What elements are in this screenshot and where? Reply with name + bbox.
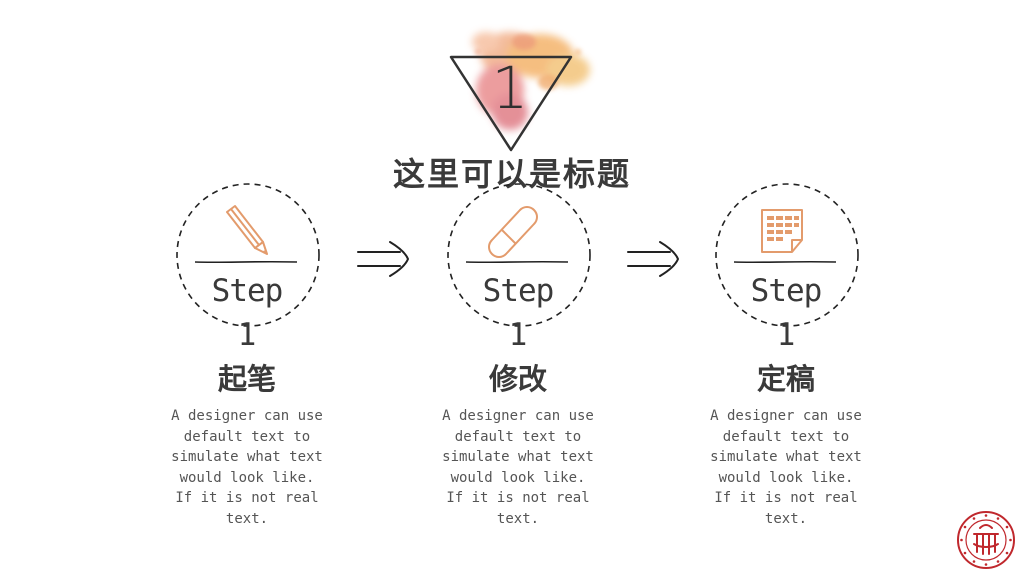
step-title: 定稿 xyxy=(756,362,815,396)
step-card-3: Step 1 定稿 A designer can use default tex… xyxy=(696,182,876,552)
note-icon xyxy=(761,209,803,253)
double-arrow-icon xyxy=(627,241,679,277)
double-arrow-icon xyxy=(357,241,409,277)
dashed-circle xyxy=(176,183,320,327)
hand-drawn-underline xyxy=(733,260,837,264)
triangle-frame xyxy=(449,55,573,152)
step-label: Step xyxy=(211,273,284,309)
step-number: 1 xyxy=(508,317,528,353)
step-title: 修改 xyxy=(488,362,547,396)
step-card-1: Step 1 起笔 A designer can use default tex… xyxy=(157,182,337,552)
pencil-icon xyxy=(226,205,268,255)
step-label: Step xyxy=(750,273,823,309)
step-label: Step xyxy=(482,273,555,309)
page-title: 这里可以是标题 xyxy=(392,155,631,193)
hand-drawn-underline xyxy=(465,260,569,264)
step-description: A designer can use default text to simul… xyxy=(442,408,594,527)
eraser-icon xyxy=(488,206,538,258)
step-number: 1 xyxy=(237,317,257,353)
step-card-2: Step 1 修改 A designer can use default tex… xyxy=(428,182,608,552)
dashed-circle xyxy=(715,183,859,327)
step-description: A designer can use default text to simul… xyxy=(710,408,862,527)
hand-drawn-underline xyxy=(194,260,298,264)
step-description: A designer can use default text to simul… xyxy=(171,408,323,527)
university-seal-logo xyxy=(957,511,1015,569)
step-number: 1 xyxy=(776,317,796,353)
section-number: 1 xyxy=(491,54,529,122)
step-title: 起笔 xyxy=(217,362,276,396)
dashed-circle xyxy=(447,183,591,327)
